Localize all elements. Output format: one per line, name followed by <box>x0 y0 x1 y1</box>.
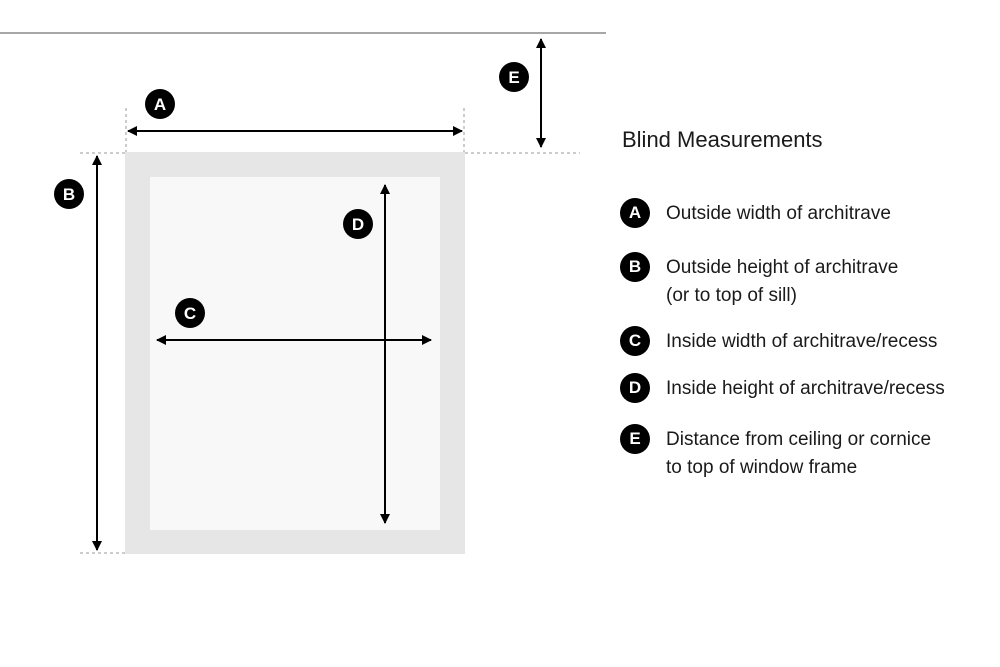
badge-a: A <box>145 89 175 119</box>
legend-item-e: E Distance from ceiling or cornice to to… <box>620 424 932 482</box>
svg-text:E: E <box>508 68 519 87</box>
legend-badge-c: C <box>620 326 650 356</box>
legend-text-a: Outside width of architrave <box>666 203 891 224</box>
svg-text:A: A <box>154 95 166 114</box>
legend-badge-d: D <box>620 373 650 403</box>
svg-text:D: D <box>352 215 364 234</box>
legend-badge-a: A <box>620 198 650 228</box>
legend-item-c: C Inside width of architrave/recess <box>620 326 938 356</box>
legend-badge-b: B <box>620 252 650 282</box>
legend-badge-e: E <box>620 424 650 454</box>
badge-e: E <box>499 62 529 92</box>
legend-text-b: Outside height of architrave (or to top … <box>666 257 899 306</box>
badge-c: C <box>175 298 205 328</box>
legend-text-c: Inside width of architrave/recess <box>666 331 938 352</box>
legend-item-a: A Outside width of architrave <box>620 198 891 228</box>
badge-d: D <box>343 209 373 239</box>
svg-text:C: C <box>184 304 196 323</box>
legend-item-d: D Inside height of architrave/recess <box>620 373 945 403</box>
badge-b: B <box>54 179 84 209</box>
legend-item-b: B Outside height of architrave (or to to… <box>620 252 899 310</box>
window-recess <box>150 177 440 530</box>
svg-text:B: B <box>63 185 75 204</box>
legend-text-e: Distance from ceiling or cornice to top … <box>666 429 932 478</box>
legend-title: Blind Measurements <box>622 127 823 152</box>
legend-text-d: Inside height of architrave/recess <box>666 378 945 399</box>
